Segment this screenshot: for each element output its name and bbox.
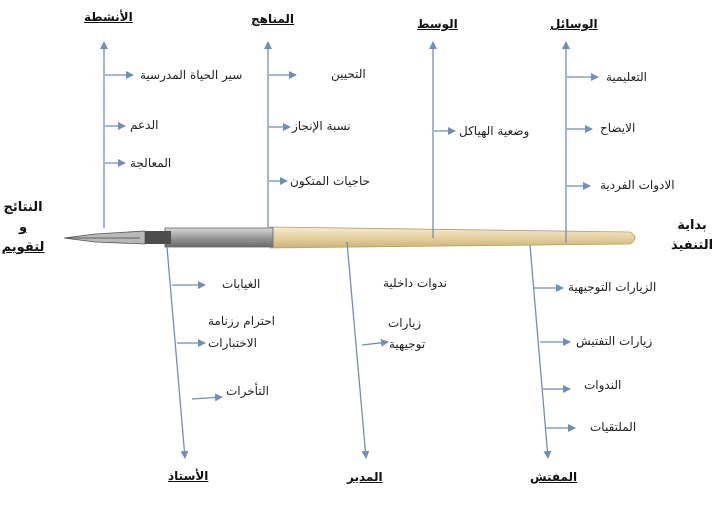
teacher-item-4: التأخرات xyxy=(226,384,269,398)
teacher-item-2: احترام رزنامة xyxy=(208,314,276,328)
director-item-2: زيارات xyxy=(388,316,422,330)
header-environment: الوسط xyxy=(417,17,458,31)
pen-spine xyxy=(63,226,636,249)
pen-ferrule xyxy=(164,227,274,248)
branch-inspector xyxy=(529,244,552,459)
header-means: الوسائل xyxy=(550,17,598,31)
header-director: المدير xyxy=(347,470,383,484)
curricula-item-3: حاجيات المتكون xyxy=(290,174,371,188)
director-item-1: ندوات داخلية xyxy=(383,276,448,290)
pen-grip xyxy=(145,231,171,244)
means-item-2: الايضاح xyxy=(600,121,636,135)
pen-nib xyxy=(63,230,146,245)
branches xyxy=(100,41,599,459)
environment-item-1: وضعية الهياكل xyxy=(459,124,530,138)
curricula-item-1: التحيين xyxy=(331,67,366,81)
teacher-item-3: الاختبارات xyxy=(208,336,257,350)
branch-director xyxy=(346,241,370,459)
activities-item-2: الدعم xyxy=(130,118,159,132)
right-label: بداية التنفيذ xyxy=(668,216,716,256)
left-label: النتائج و لتقويم xyxy=(0,198,46,258)
teacher-item-1: الغيابات xyxy=(222,277,261,291)
curricula-item-2: نسبة الإنجاز xyxy=(292,119,351,133)
activities-item-1: سير الحياة المدرسية xyxy=(140,68,243,82)
left-label-line3: لتقويم xyxy=(1,240,45,255)
header-activities: الأنشطة xyxy=(84,10,133,24)
inspector-item-1: الزيارات التوجيهية xyxy=(568,280,657,294)
left-label-line2: و xyxy=(18,220,28,235)
means-item-3: الادوات الفردية xyxy=(600,178,675,192)
arrow-teacher-3 xyxy=(191,393,223,402)
director-item-3: توجيهية xyxy=(389,337,426,351)
header-curricula: المناهج xyxy=(251,12,295,26)
branch-teacher xyxy=(166,246,189,459)
activities-item-3: المعالجة xyxy=(130,156,172,170)
inspector-item-2: زيارات التفتيش xyxy=(576,334,653,348)
means-item-1: التعليمية xyxy=(606,70,647,84)
right-label-line2: التنفيذ xyxy=(670,238,714,253)
header-inspector: المفتش xyxy=(530,470,578,484)
arrow-director-1 xyxy=(361,338,389,347)
inspector-item-4: الملتقيات xyxy=(590,420,637,434)
pen-barrel xyxy=(269,226,636,249)
inspector-item-3: الندوات xyxy=(584,378,622,392)
left-label-line1: النتائج xyxy=(3,200,43,215)
header-teacher: الأستاذ xyxy=(168,469,209,483)
right-label-line1: بداية xyxy=(677,218,707,233)
